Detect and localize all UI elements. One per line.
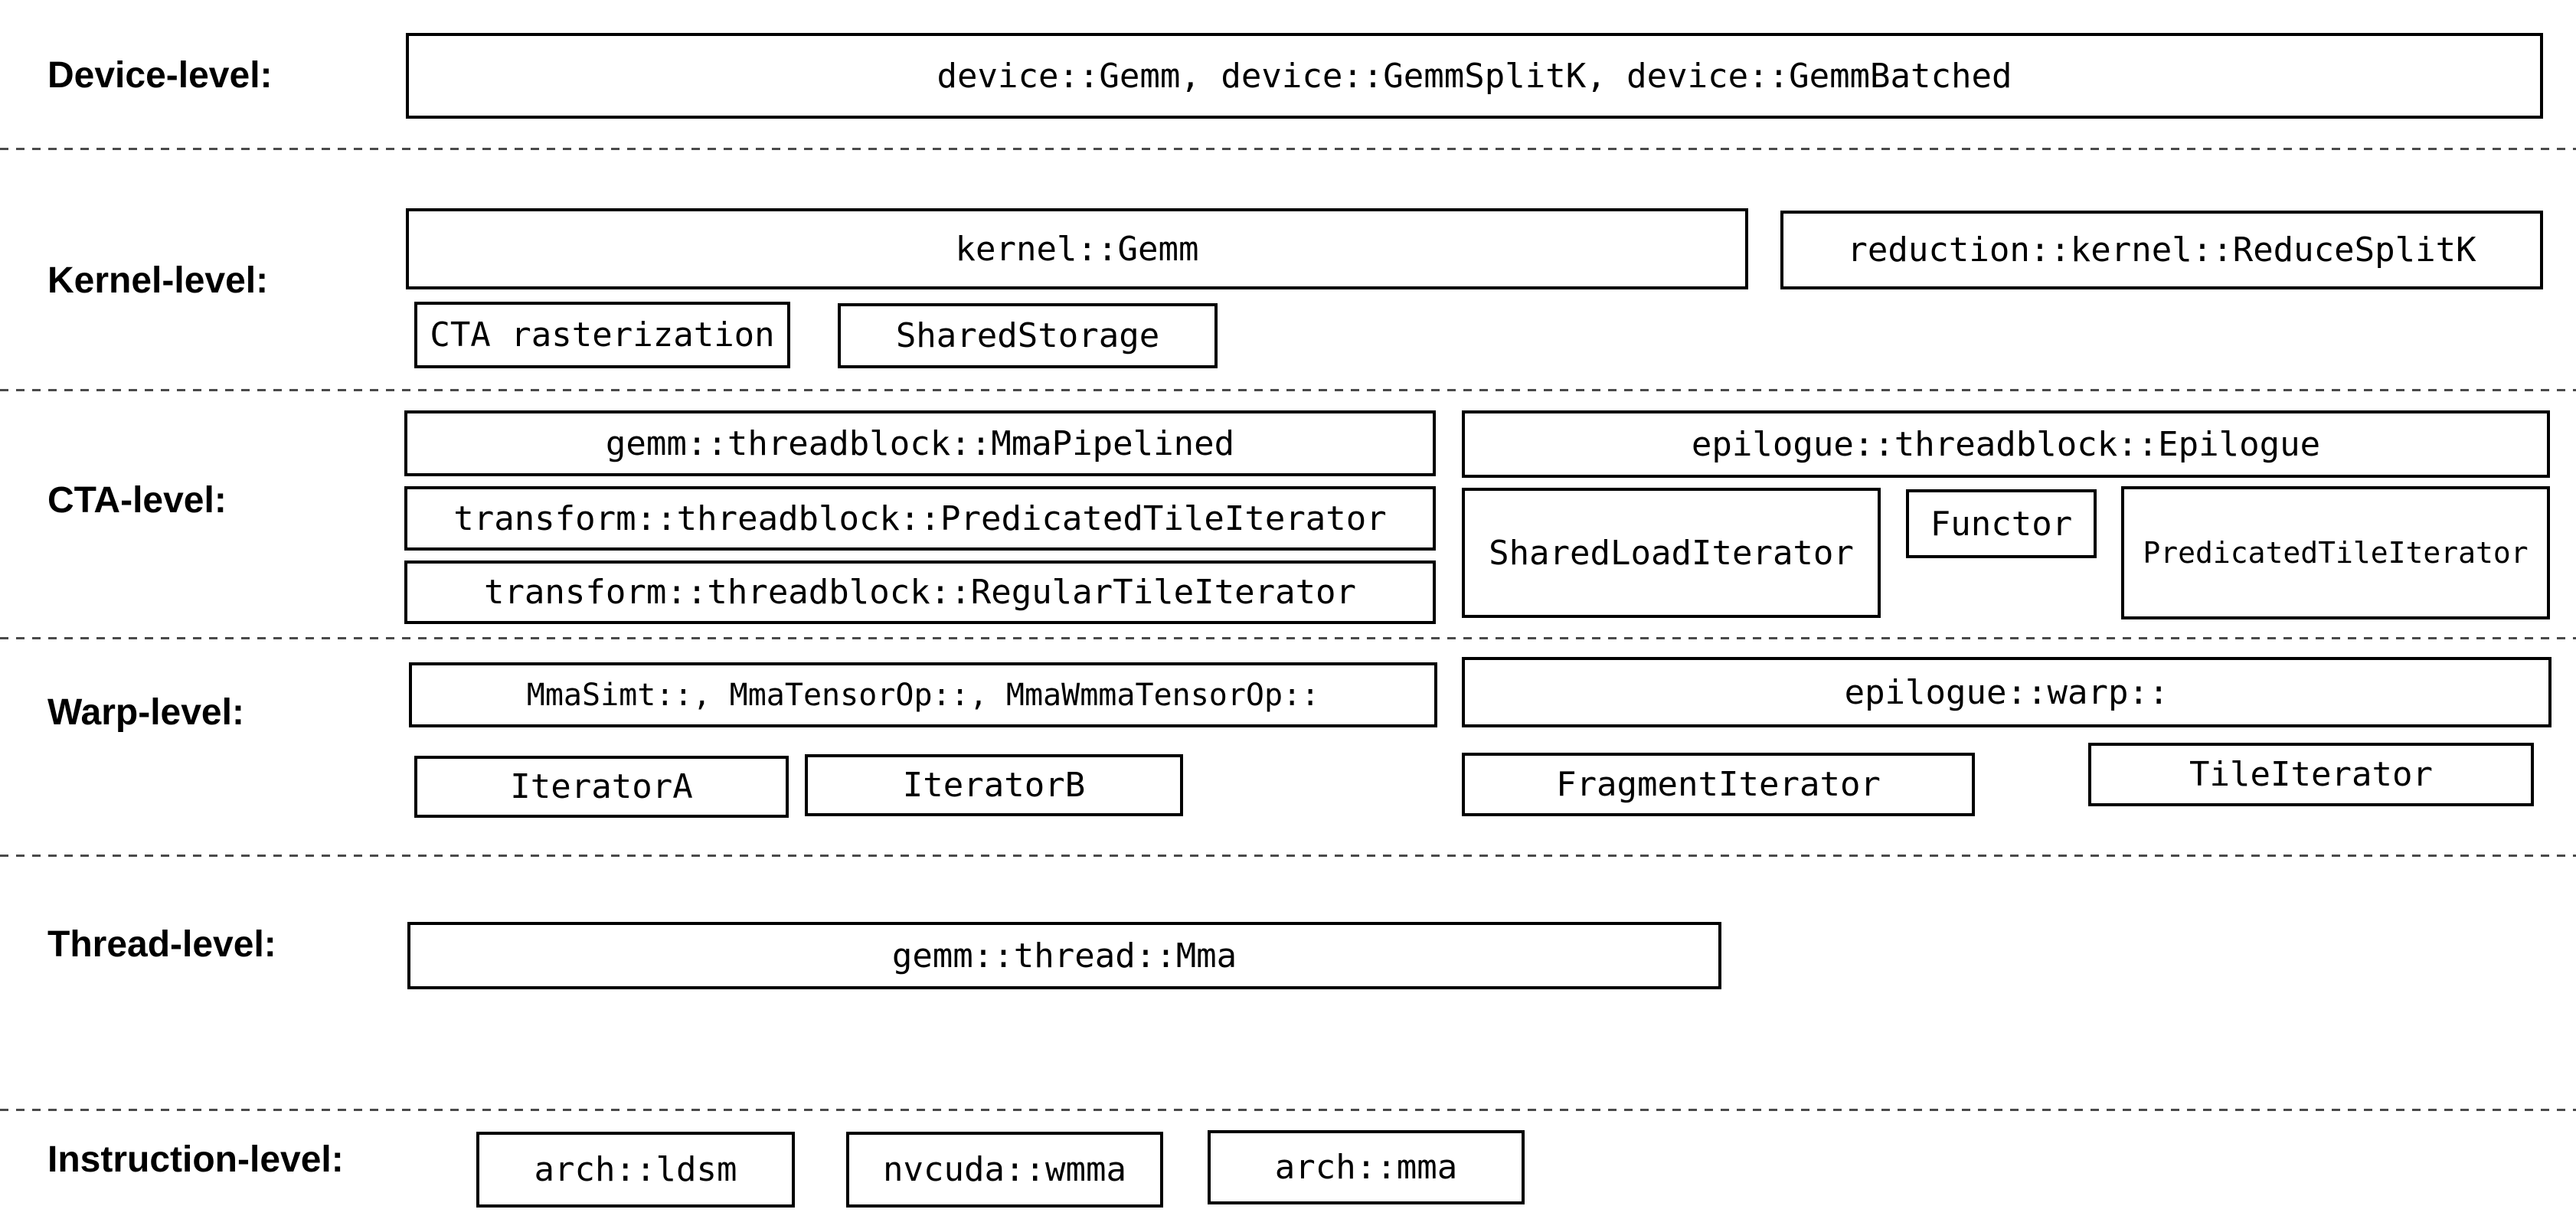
nvcuda-wmma-box: nvcuda::wmma <box>846 1132 1163 1208</box>
arch-ldsm-box: arch::ldsm <box>476 1132 795 1208</box>
arch-mma-box: arch::mma <box>1208 1130 1525 1204</box>
device-gemm-box: device::Gemm, device::GemmSplitK, device… <box>406 33 2543 119</box>
iterator-a-box: IteratorA <box>414 756 789 818</box>
row-label-warp-level: Warp-level: <box>47 692 244 733</box>
kernel-gemm-box: kernel::Gemm <box>406 208 1748 289</box>
row-label-thread-level: Thread-level: <box>47 924 276 965</box>
row-separator <box>0 1109 2576 1111</box>
row-label-cta-level: CTA-level: <box>47 480 227 521</box>
iterator-b-box: IteratorB <box>805 754 1183 816</box>
thread-mma-box: gemm::thread::Mma <box>407 922 1721 989</box>
cta-rasterization-box: CTA rasterization <box>414 302 790 368</box>
epilogue-warp-box: epilogue::warp:: <box>1462 657 2551 727</box>
mma-pipelined-box: gemm::threadblock::MmaPipelined <box>404 410 1436 476</box>
reduce-splitk-box: reduction::kernel::ReduceSplitK <box>1780 211 2543 289</box>
tile-iterator-box: TileIterator <box>2088 743 2534 806</box>
row-separator <box>0 148 2576 150</box>
functor-box: Functor <box>1906 489 2097 558</box>
row-separator <box>0 637 2576 639</box>
transform-predicated-tile-iterator-box: transform::threadblock::PredicatedTileIt… <box>404 486 1436 551</box>
row-separator <box>0 389 2576 391</box>
row-label-device-level: Device-level: <box>47 55 273 96</box>
fragment-iterator-box: FragmentIterator <box>1462 753 1975 816</box>
row-separator <box>0 855 2576 857</box>
transform-regular-tile-iterator-box: transform::threadblock::RegularTileItera… <box>404 560 1436 624</box>
shared-storage-box: SharedStorage <box>838 303 1218 368</box>
row-label-kernel-level: Kernel-level: <box>47 260 269 301</box>
mma-simt-tensorop-box: MmaSimt::, MmaTensorOp::, MmaWmmaTensorO… <box>409 662 1437 727</box>
epilogue-predicated-tile-iterator-box: PredicatedTileIterator <box>2121 486 2550 619</box>
epilogue-threadblock-box: epilogue::threadblock::Epilogue <box>1462 410 2550 478</box>
shared-load-iterator-box: SharedLoadIterator <box>1462 488 1881 618</box>
row-label-instruction-level: Instruction-level: <box>47 1139 344 1180</box>
